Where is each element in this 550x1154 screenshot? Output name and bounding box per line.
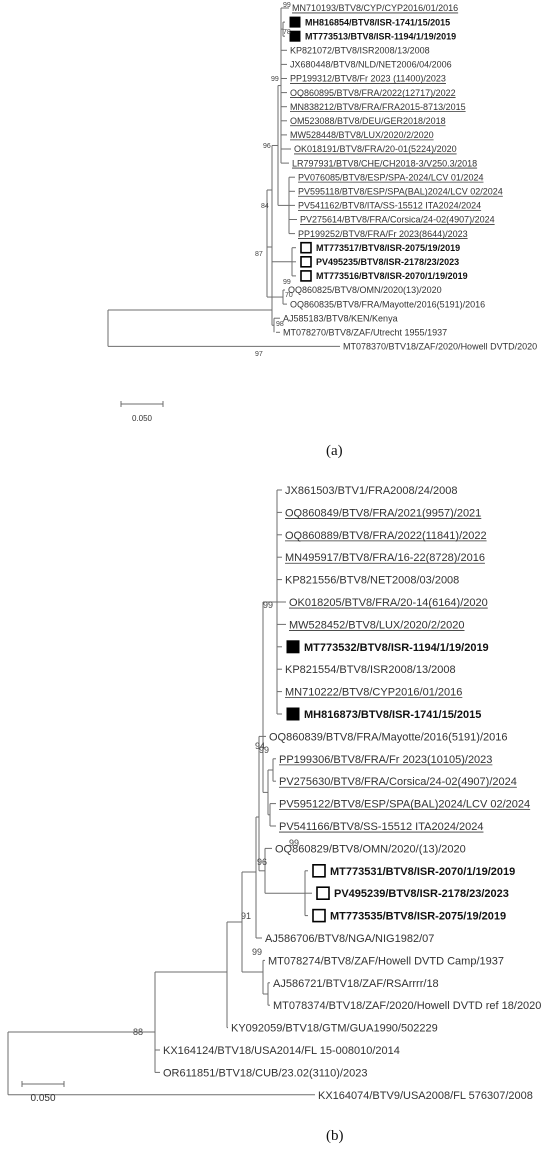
bootstrap-value: 99 xyxy=(289,838,299,848)
taxon-label: MT773535/BTV8/ISR-2075/19/2019 xyxy=(330,911,506,923)
open-square-marker xyxy=(300,270,312,282)
taxon-label: PV275614/BTV8/FRA/Corsica/24-02(4907)/20… xyxy=(300,215,495,225)
filled-square-marker xyxy=(286,707,300,721)
bootstrap-value: 99 xyxy=(271,76,279,83)
open-square-marker xyxy=(312,863,326,878)
taxon-label: KP821556/BTV8/NET2008/03/2008 xyxy=(285,575,459,587)
taxon-label: OQ860839/BTV8/FRA/Mayotte/2016(5191)/201… xyxy=(269,731,507,743)
bootstrap-value: 87 xyxy=(255,251,263,258)
taxon-label: MN495917/BTV8/FRA/16-22(8728)/2016 xyxy=(285,552,485,564)
panel-label-a: (a) xyxy=(326,443,343,459)
taxon-label: MN710222/BTV8/CYP2016/01/2016 xyxy=(285,687,462,699)
taxon-label: PP199252/BTV8/FRA/Fr 2023(8644)/2023 xyxy=(298,229,468,239)
taxon-label: PV495235/BTV8/ISR-2178/23/2023 xyxy=(316,257,459,267)
taxon-label: KY092059/BTV18/GTM/GUA1990/502229 xyxy=(231,1023,438,1035)
taxon-label: OQ860829/BTV8/OMN/2020/(13)/2020 xyxy=(275,843,466,855)
taxon-label: OQ860825/BTV8/OMN/2020(13)/2020 xyxy=(288,285,442,295)
taxon-label: MT773513/BTV8/ISR-1194/1/19/2019 xyxy=(305,31,456,41)
taxon-label: OQ860835/BTV8/FRA/Mayotte/2016(5191)/201… xyxy=(290,299,485,309)
taxon-label: KP821554/BTV8/ISR2008/13/2008 xyxy=(285,664,456,676)
bootstrap-value: 99 xyxy=(283,2,291,9)
taxon-label: MT773532/BTV8/ISR-1194/1/19/2019 xyxy=(304,642,489,654)
taxon-label: MT078370/BTV18/ZAF/2020/Howell DVTD/2020 xyxy=(343,342,537,352)
taxon-label: OQ860895/BTV8/FRA/2022(12717)/2022 xyxy=(290,88,456,98)
taxon-label: PV595118/BTV8/ESP/SPA(BAL)2024/LCV 02/20… xyxy=(298,187,503,197)
taxon-label: OK018191/BTV8/FRA/20-01(5224)/2020 xyxy=(294,144,457,154)
taxon-label: PP199312/BTV8/Fr 2023 (11400)/2023 xyxy=(290,74,446,84)
taxon-label: PV275630/BTV8/FRA/Corsica/24-02(4907)/20… xyxy=(279,776,517,788)
bootstrap-value: 70 xyxy=(285,292,293,299)
taxon-label: MH816854/BTV8/ISR-1741/15/2015 xyxy=(305,17,450,27)
open-square-marker xyxy=(300,255,312,268)
taxon-label: PV541166/BTV8/SS-15512 ITA2024/2024 xyxy=(279,821,483,833)
open-square-marker xyxy=(316,886,330,901)
taxon-label: OQ860849/BTV8/FRA/2021(9957)/2021 xyxy=(285,507,481,519)
taxon-label: KX164074/BTV9/USA2008/FL 576307/2008 xyxy=(318,1090,533,1102)
taxon-label: OQ860889/BTV8/FRA/2022(11841)/2022 xyxy=(285,530,487,542)
filled-square-marker xyxy=(289,16,301,28)
bootstrap-value: 99 xyxy=(259,745,269,755)
bootstrap-value: 91 xyxy=(241,911,251,921)
bootstrap-value: 88 xyxy=(133,1027,143,1037)
phylogenetic-tree-a: MN710193/BTV8/CYP/CYP2016/01/2016MH81685… xyxy=(107,2,537,423)
taxon-label: JX680448/BTV8/NLD/NET2006/04/2006 xyxy=(290,60,452,70)
bootstrap-value: 84 xyxy=(261,203,269,210)
bootstrap-value: 96 xyxy=(257,857,267,867)
taxon-label: MT773516/BTV8/ISR-2070/1/19/2019 xyxy=(316,271,468,281)
taxon-label: LR797931/BTV8/CHE/CH2018-3/V250.3/2018 xyxy=(292,158,477,168)
filled-square-marker xyxy=(289,30,301,42)
bootstrap-value: 96 xyxy=(263,143,271,150)
taxon-label: PV076085/BTV8/ESP/SPA-2024/LCV 01/2024 xyxy=(298,172,483,182)
bootstrap-value: 97 xyxy=(255,351,263,358)
taxon-label: MT773517/BTV8/ISR-2075/19/2019 xyxy=(316,243,460,253)
bootstrap-value: 99 xyxy=(283,279,291,286)
taxon-label: AJ586706/BTV8/NGA/NIG1982/07 xyxy=(265,933,434,945)
phylogenetic-tree-b: JX861503/BTV1/FRA2008/24/2008OQ860849/BT… xyxy=(7,485,541,1104)
taxon-label: MH816873/BTV8/ISR-1741/15/2015 xyxy=(304,709,481,721)
taxon-label: KX164124/BTV18/USA2014/FL 15-008010/2014 xyxy=(163,1045,400,1057)
taxon-label: MN838212/BTV8/FRA/FRA2015-8713/2015 xyxy=(290,102,466,112)
taxon-label: OK018205/BTV8/FRA/20-14(6164)/2020 xyxy=(289,597,488,609)
taxon-label: KP821072/BTV8/ISR2008/13/2008 xyxy=(290,46,430,56)
taxon-label: MT773531/BTV8/ISR-2070/1/19/2019 xyxy=(330,866,515,878)
filled-square-marker xyxy=(286,640,300,654)
taxon-label: MT078274/BTV8/ZAF/Howell DVTD Camp/1937 xyxy=(268,955,504,967)
open-square-marker xyxy=(312,908,326,923)
bootstrap-value: 78 xyxy=(283,29,291,36)
taxon-label: PV595122/BTV8/ESP/SPA(BAL)2024/LCV 02/20… xyxy=(279,799,530,811)
scale-bar-label: 0.050 xyxy=(132,414,153,423)
bootstrap-value: 98 xyxy=(276,321,284,328)
taxon-label: OR611851/BTV18/CUB/23.02(3110)/2023 xyxy=(163,1067,367,1079)
taxon-label: PV541162/BTV8/ITA/SS-15512 ITA2024/2024 xyxy=(298,201,481,211)
taxon-label: MW528452/BTV8/LUX/2020/2/2020 xyxy=(289,619,465,631)
taxon-label: MT078270/BTV8/ZAF/Utrecht 1955/1937 xyxy=(283,328,447,338)
taxon-label: AJ586721/BTV18/ZAF/RSArrrr/18 xyxy=(273,978,439,990)
scale-bar-label: 0.050 xyxy=(30,1093,55,1104)
bootstrap-value: 94 xyxy=(255,741,265,751)
taxon-label: MN710193/BTV8/CYP/CYP2016/01/2016 xyxy=(292,3,458,13)
taxon-label: MT078374/BTV18/ZAF/2020/Howell DVTD ref … xyxy=(273,1000,541,1012)
taxon-label: PP199306/BTV8/FRA/Fr 2023(10105)/2023 xyxy=(279,754,492,766)
taxon-label: JX861503/BTV1/FRA2008/24/2008 xyxy=(285,485,457,497)
taxon-label: OM523088/BTV8/DEU/GER2018/2018 xyxy=(290,116,446,126)
bootstrap-value: 99 xyxy=(263,600,273,610)
open-square-marker xyxy=(300,241,312,254)
taxon-label: AJ585183/BTV8/KEN/Kenya xyxy=(283,313,398,323)
bootstrap-value: 99 xyxy=(252,947,262,957)
taxon-label: PV495239/BTV8/ISR-2178/23/2023 xyxy=(334,888,509,900)
panel-label-b: (b) xyxy=(326,1128,344,1144)
taxon-label: MW528448/BTV8/LUX/2020/2/2020 xyxy=(290,130,434,140)
